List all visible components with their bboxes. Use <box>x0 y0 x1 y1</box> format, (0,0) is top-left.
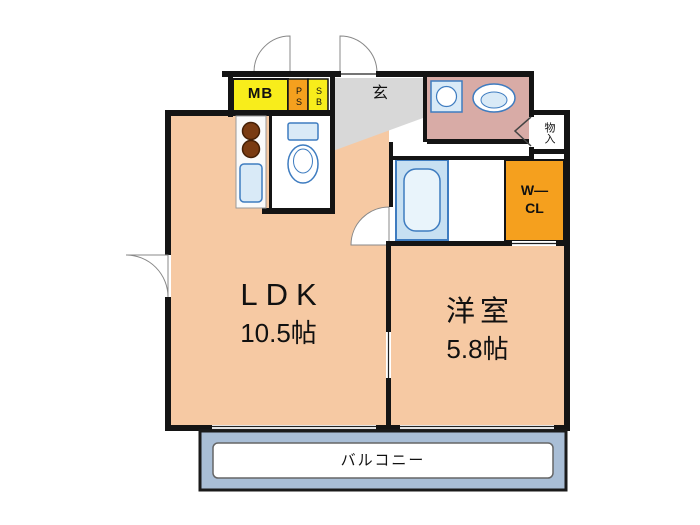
wcl-label-line1: W― <box>520 182 549 198</box>
wall-segment <box>564 110 570 431</box>
storage-folding-door <box>513 116 532 147</box>
door-arc-hall <box>350 206 390 246</box>
wall-segment <box>423 71 427 142</box>
toilet-bowl <box>287 144 319 184</box>
western-room-size: 5.8帖 <box>446 334 509 364</box>
wall-segment <box>165 297 171 431</box>
washbasin-bowl <box>480 91 508 109</box>
wall-segment <box>534 149 570 154</box>
entrance-floor <box>330 78 423 152</box>
meter-box-label: MB <box>247 85 274 102</box>
door-arc-entrance <box>339 35 378 74</box>
wcl-label-line2: CL <box>525 200 544 217</box>
wall-segment <box>529 71 534 117</box>
wall-segment <box>269 113 272 210</box>
storage-label: 物入 <box>543 121 556 144</box>
balcony-label: バルコニー <box>340 452 426 469</box>
wall-segment <box>165 110 171 255</box>
wall-segment <box>529 147 534 160</box>
wall-segment <box>529 110 570 115</box>
wall-segment <box>262 208 335 214</box>
window-western-balcony <box>400 425 554 431</box>
wall-segment <box>386 241 570 246</box>
balcony-inner-panel <box>212 442 554 479</box>
entrance-label: 玄 <box>371 85 388 102</box>
stove-burner <box>241 139 261 159</box>
western-room-label: 洋室 <box>445 296 514 328</box>
walk-in-closet-label: W― CL <box>505 181 564 217</box>
kitchen-sink <box>239 163 263 203</box>
door-arc-meter-box <box>253 35 291 73</box>
service-box-label: SB <box>313 85 324 108</box>
pipe-space-label: PS <box>293 85 304 108</box>
wall-segment <box>389 156 534 160</box>
wall-segment <box>228 71 233 117</box>
room-western-floor <box>391 246 564 425</box>
meter-box <box>232 78 289 114</box>
wall-segment <box>389 142 393 207</box>
toilet-tank <box>287 122 319 141</box>
toilet-bowl-inner <box>293 148 313 174</box>
door-arc-left-exterior <box>125 254 169 298</box>
ldk-room-size: 10.5帖 <box>240 318 317 348</box>
washing-machine-drum <box>435 85 458 108</box>
wall-segment <box>165 110 335 116</box>
wall-segment <box>427 139 529 144</box>
window-ldk-balcony <box>212 425 376 431</box>
wall-segment <box>222 71 534 77</box>
ldk-room-label: LDK <box>240 277 325 312</box>
bathtub <box>403 168 441 232</box>
stove-burner <box>241 121 261 141</box>
wall-segment <box>330 71 335 213</box>
